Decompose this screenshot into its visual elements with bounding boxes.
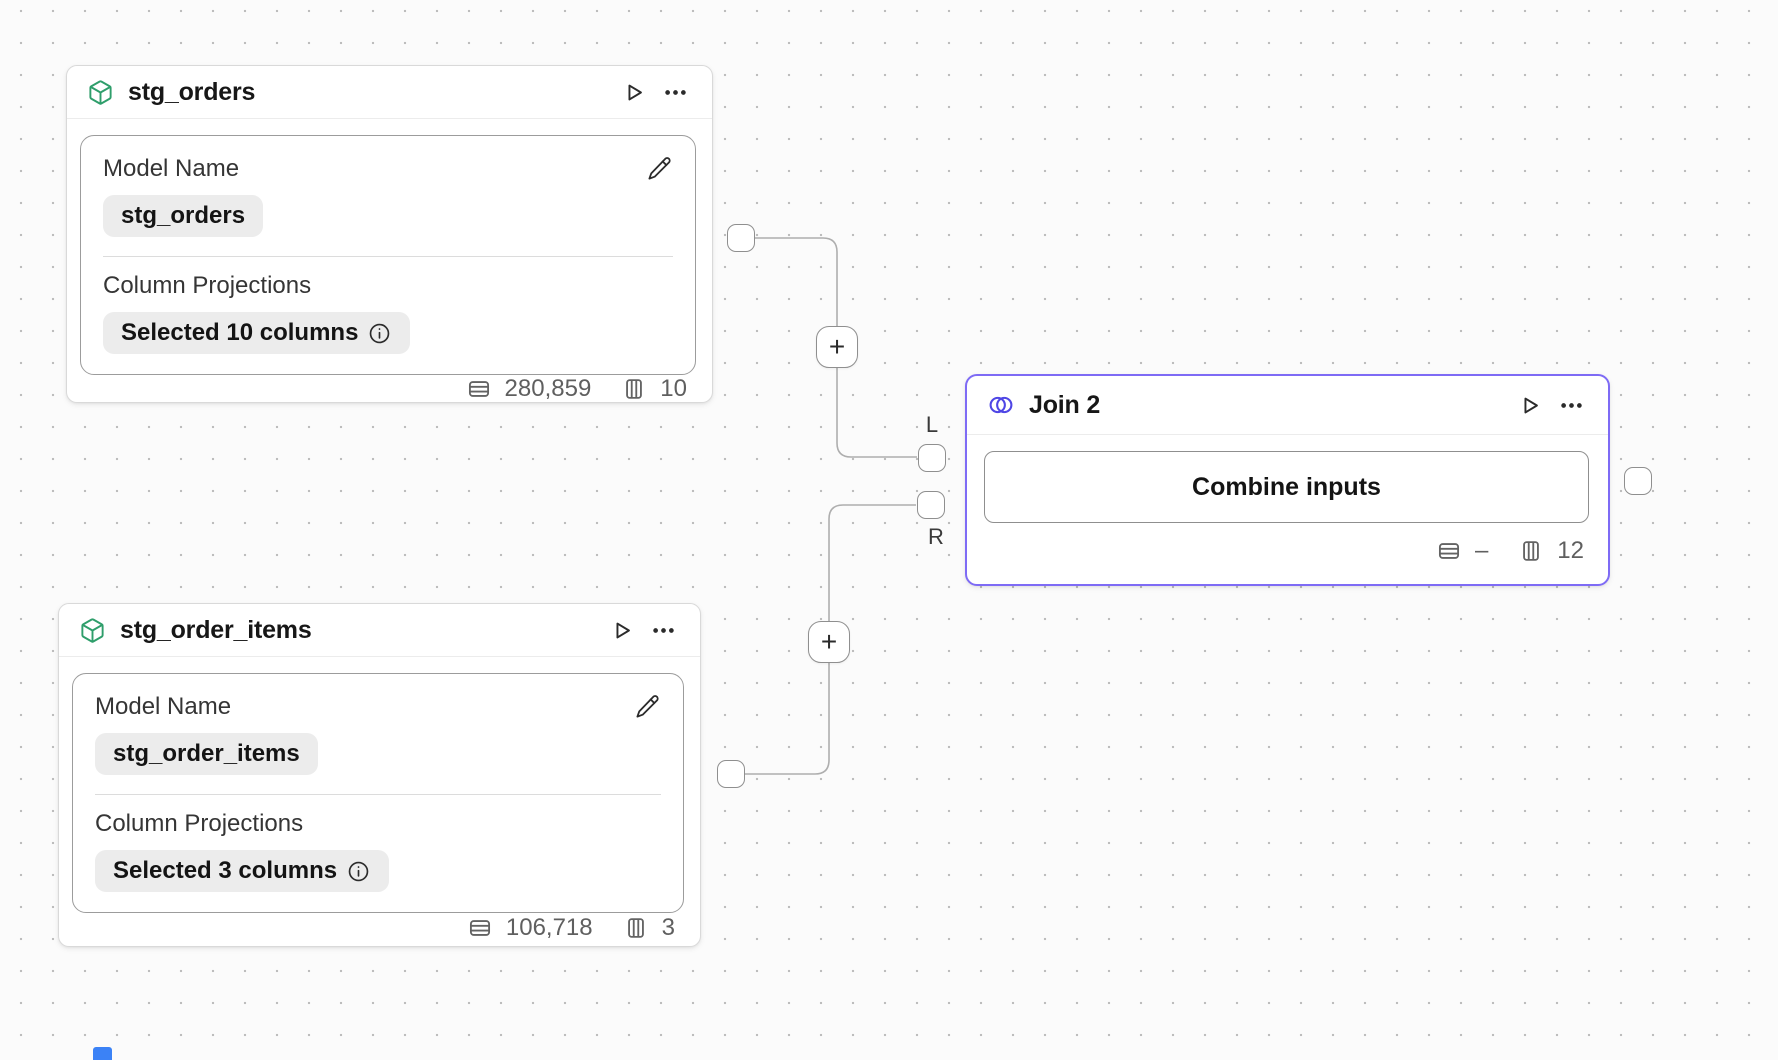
join-venn-icon bbox=[987, 391, 1015, 419]
model-name-chip[interactable]: stg_orders bbox=[103, 195, 264, 237]
port-join-output[interactable] bbox=[1624, 467, 1652, 495]
node-menu-button[interactable] bbox=[646, 613, 680, 647]
column-projections-value: Selected 10 columns bbox=[121, 319, 359, 346]
info-icon[interactable] bbox=[346, 859, 371, 884]
node-menu-button[interactable] bbox=[658, 75, 692, 109]
node-header[interactable]: stg_orders bbox=[67, 66, 712, 119]
node-stats: 106,718 3 bbox=[59, 913, 700, 946]
model-cube-icon bbox=[87, 79, 114, 106]
card-divider bbox=[95, 794, 661, 795]
column-count: 12 bbox=[1557, 536, 1584, 564]
row-count: – bbox=[1474, 536, 1489, 564]
model-name-value: stg_orders bbox=[121, 202, 246, 229]
node-config-card: Model Name stg_orders Column Projections… bbox=[80, 135, 696, 375]
column-projections-chip[interactable]: Selected 3 columns bbox=[95, 850, 390, 892]
column-projections-value: Selected 3 columns bbox=[113, 857, 338, 884]
row-count: 106,718 bbox=[505, 913, 593, 941]
run-node-button[interactable] bbox=[604, 613, 638, 647]
combine-inputs-button[interactable]: Combine inputs bbox=[984, 451, 1589, 523]
column-count: 10 bbox=[660, 375, 687, 402]
row-count-icon bbox=[1436, 538, 1462, 564]
model-name-label: Model Name bbox=[103, 155, 240, 182]
column-count-icon bbox=[1518, 538, 1544, 564]
node-title: Join 2 bbox=[1029, 390, 1101, 419]
node-stg-order-items[interactable]: stg_order_items Model Name stg_order_ite… bbox=[58, 603, 701, 947]
join-left-port-label: L bbox=[925, 412, 939, 437]
add-node-on-edge-button[interactable]: + bbox=[816, 326, 858, 368]
node-stats: 280,859 10 bbox=[67, 375, 712, 407]
model-name-value: stg_order_items bbox=[113, 740, 300, 767]
model-name-chip[interactable]: stg_order_items bbox=[95, 733, 318, 775]
node-title: stg_order_items bbox=[120, 615, 312, 644]
node-header[interactable]: stg_order_items bbox=[59, 604, 700, 657]
canvas-control-fragment[interactable] bbox=[93, 1047, 112, 1060]
info-icon[interactable] bbox=[367, 321, 392, 346]
node-body: Model Name stg_orders Column Projections… bbox=[67, 119, 712, 375]
node-join-2[interactable]: Join 2 Combine inputs – 12 bbox=[965, 374, 1610, 586]
port-join-right-input[interactable] bbox=[917, 491, 945, 519]
column-count-icon bbox=[621, 376, 647, 402]
row-count-icon bbox=[467, 915, 493, 941]
node-config-card: Model Name stg_order_items Column Projec… bbox=[72, 673, 684, 913]
node-header[interactable]: Join 2 bbox=[967, 376, 1608, 435]
edit-model-name-button[interactable] bbox=[633, 692, 661, 720]
node-menu-button[interactable] bbox=[1554, 388, 1588, 422]
node-body: Model Name stg_order_items Column Projec… bbox=[59, 657, 700, 913]
column-projections-label: Column Projections bbox=[103, 272, 312, 299]
column-count: 3 bbox=[661, 913, 675, 941]
row-count-icon bbox=[466, 376, 492, 402]
node-stats: – 12 bbox=[967, 523, 1608, 584]
port-stg-order-items-output[interactable] bbox=[717, 760, 745, 788]
port-join-left-input[interactable] bbox=[918, 444, 946, 472]
model-name-label: Model Name bbox=[95, 693, 232, 720]
column-projections-label: Column Projections bbox=[95, 810, 304, 837]
column-projections-chip[interactable]: Selected 10 columns bbox=[103, 312, 411, 354]
card-divider bbox=[103, 256, 673, 257]
column-count-icon bbox=[623, 915, 649, 941]
edit-model-name-button[interactable] bbox=[645, 154, 673, 182]
node-stg-orders[interactable]: stg_orders Model Name stg_orders Column … bbox=[66, 65, 713, 403]
join-right-port-label: R bbox=[928, 524, 944, 549]
port-stg-orders-output[interactable] bbox=[727, 224, 755, 252]
node-title: stg_orders bbox=[128, 77, 256, 106]
model-cube-icon bbox=[79, 617, 106, 644]
run-node-button[interactable] bbox=[616, 75, 650, 109]
row-count: 280,859 bbox=[504, 375, 592, 402]
run-node-button[interactable] bbox=[1512, 388, 1546, 422]
add-node-on-edge-button[interactable]: + bbox=[808, 621, 850, 663]
